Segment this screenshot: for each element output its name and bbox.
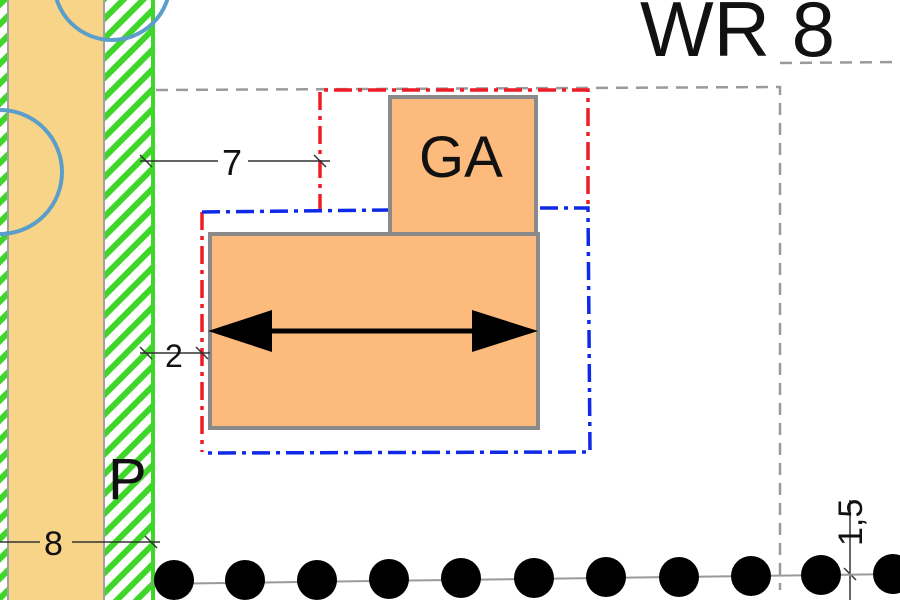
green-strip [104,0,154,600]
blue-building-boundary [201,208,389,214]
parcel-boundary-dashed [155,85,782,590]
red-building-boundary [318,88,590,212]
dimension-line-7 [139,146,330,176]
tree-circle-icon [54,0,170,42]
zone-label: WR 8 [640,0,835,73]
dimension-line-2 [139,346,210,360]
dimension-line-8 [0,526,160,558]
garage-label: GA [419,125,503,190]
dimension-label-7: 7 [222,142,242,183]
tree-circle-icon [0,108,64,236]
road-area [0,0,105,600]
dot-row-icon [154,554,900,600]
parcel-boundary-dashed [779,60,900,65]
garage-building [388,95,538,239]
blue-building-boundary [201,206,592,455]
dimension-label-1-5: 1,5 [832,499,870,546]
road-edge-hatch [0,0,8,600]
dimension-label-2: 2 [165,338,183,374]
double-arrow-icon [208,310,538,352]
dimension-label-8: 8 [44,525,63,563]
parking-label: P [108,447,147,512]
